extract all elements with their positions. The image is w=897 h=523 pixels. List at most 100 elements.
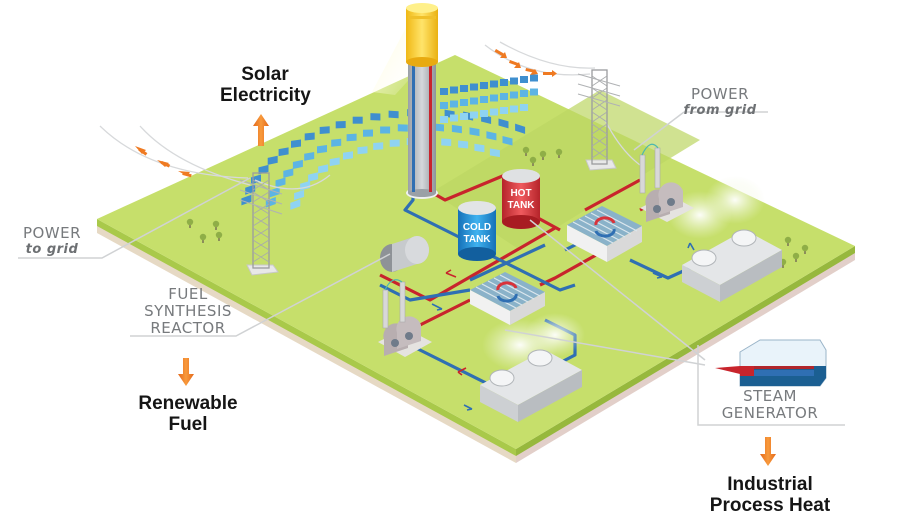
heliostat	[294, 189, 305, 201]
heliostat	[397, 124, 408, 132]
heliostat	[530, 74, 538, 82]
heliostat	[515, 123, 526, 134]
heliostat	[291, 139, 301, 148]
platform-base-left	[97, 225, 516, 463]
heliostat	[241, 194, 252, 206]
tree	[212, 220, 220, 230]
fuel-synthesis-reactor-label: FUEL SYNTHESIS REACTOR	[138, 286, 238, 337]
fsr-line3: REACTOR	[150, 319, 226, 337]
heliostat	[346, 133, 357, 142]
steam-generator-line1: STEAM	[743, 387, 797, 405]
platform-base-right	[516, 252, 855, 463]
fuel-synthesis-reactor	[380, 236, 429, 272]
heliostat	[373, 142, 384, 150]
tree	[801, 244, 809, 254]
heliostat	[500, 93, 508, 100]
orange-flow-arrows-from-grid	[494, 48, 557, 77]
tower-shadow	[432, 90, 700, 250]
heliostat	[343, 151, 353, 160]
leader-lines	[18, 111, 845, 426]
cooling-tower-power	[682, 229, 782, 302]
heliostat	[460, 113, 468, 120]
heliostat-field	[241, 74, 538, 210]
heliostat	[510, 105, 518, 113]
heat-exchanger-fuel	[470, 272, 545, 325]
platform-edge-right	[516, 246, 855, 456]
heliostat	[480, 110, 488, 117]
tree	[792, 252, 800, 262]
heliostat	[292, 159, 303, 169]
heliostat	[489, 148, 500, 158]
renewable-fuel-line1: Renewable	[138, 393, 238, 414]
renewable-fuel-label: Renewable Fuel	[128, 393, 248, 435]
heliostat	[520, 90, 528, 97]
industrial-process-heat-label: Industrial Process Heat	[690, 474, 850, 516]
steam-generator	[715, 339, 827, 387]
heliostat	[440, 102, 448, 109]
heliostat	[500, 107, 508, 114]
heliostat	[318, 164, 329, 174]
transmission-tower-to-grid	[239, 172, 283, 276]
heliostat	[278, 147, 289, 157]
heliostat	[440, 116, 448, 123]
solar-receiver	[406, 3, 438, 67]
heliostat	[450, 86, 458, 94]
heliostat	[469, 127, 480, 137]
power-to-grid-sub: to grid	[25, 242, 79, 257]
tree	[186, 218, 194, 228]
heliostat	[304, 152, 315, 161]
hot-tank-label-line2: TANK	[507, 200, 535, 211]
power-to-grid-label: POWER to grid	[16, 225, 88, 258]
solar-electricity-line1: Solar	[241, 64, 289, 85]
tree	[529, 156, 537, 166]
renewable-fuel-arrow	[178, 358, 194, 386]
heliostat	[520, 104, 528, 111]
heliostat	[510, 77, 518, 85]
platform-edge-left	[97, 219, 516, 456]
turbine-generator-fuel	[378, 279, 432, 357]
heliostat	[331, 138, 342, 147]
heliostat	[502, 136, 513, 146]
heliostat	[290, 199, 301, 210]
hot-tank-label-line1: HOT	[510, 188, 531, 199]
heliostat	[460, 85, 468, 92]
industrial-process-heat-line1: Industrial	[727, 474, 813, 495]
heliostat	[269, 187, 280, 198]
solar-electricity-label: Solar Electricity	[220, 64, 311, 106]
heliostat	[480, 82, 488, 89]
turbine-generator-power	[639, 143, 694, 222]
heliostat	[470, 97, 478, 105]
tree	[215, 231, 223, 241]
tree	[539, 150, 547, 160]
tree	[199, 233, 207, 243]
fsr-line2: SYNTHESIS	[144, 302, 232, 320]
heliostat	[265, 196, 276, 208]
heliostat	[500, 79, 508, 86]
cold-tank-label-line2: TANK	[463, 234, 491, 245]
tree	[522, 146, 530, 156]
power-from-grid-sub: from grid	[683, 103, 757, 118]
solar-electricity-line2: Electricity	[220, 85, 311, 106]
heliostat	[490, 94, 498, 102]
heliostat	[441, 138, 452, 147]
solar-electricity-arrow	[253, 114, 269, 146]
transmission-tower-from-grid	[577, 69, 621, 171]
heliostat	[490, 80, 498, 88]
heliostat	[258, 164, 269, 175]
tree	[784, 236, 792, 246]
industrial-process-heat-line2: Process Heat	[709, 495, 831, 516]
heliostat	[388, 110, 399, 119]
heliostat	[460, 99, 468, 106]
heliostat	[304, 132, 315, 141]
cold-tank-label-line1: COLD	[463, 222, 491, 233]
cold-tank: COLD TANK	[458, 201, 496, 261]
cooling-tower-fuel	[480, 349, 582, 422]
heliostat	[275, 177, 286, 188]
heliostat	[480, 96, 488, 103]
heliostat	[470, 111, 478, 119]
heliostat	[283, 168, 294, 178]
heat-exchanger-power	[567, 206, 642, 262]
heliostat	[329, 157, 340, 167]
tree	[555, 148, 563, 158]
